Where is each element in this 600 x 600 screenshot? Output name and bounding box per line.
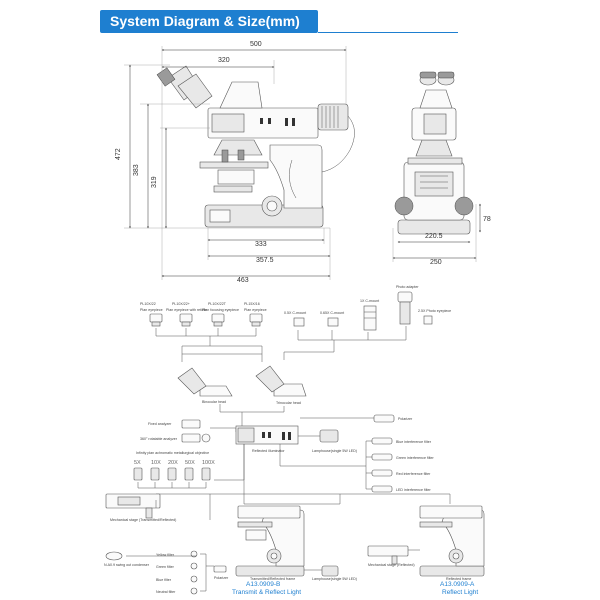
model-b-desc: Transmit & Reflect Light bbox=[232, 589, 301, 596]
eyepiece-2: PL10X/22+ Plan eyepiece with reticle bbox=[166, 302, 207, 327]
fixed-analyzer-label: Fixed analyzer bbox=[148, 422, 172, 426]
dim-220: 220.5 bbox=[425, 233, 443, 240]
model-b-caption: Transmitted/Reflected frame bbox=[250, 577, 295, 581]
condenser-label: N.A0.9 swing out condenser bbox=[104, 563, 150, 567]
stage-condenser-group: Mechanical stage (Transmitted/Reflected)… bbox=[104, 493, 229, 595]
side-view-microscope: 500 320 472 383 319 333 357.5 463 bbox=[115, 41, 355, 284]
eyepiece-caption: Plan focusing eyepiece bbox=[202, 308, 239, 312]
front-view-microscope: 220.5 250 78 bbox=[392, 71, 491, 266]
model-b-code: A13.0909-B bbox=[246, 581, 280, 588]
eyepiece-label: PL10X/22 bbox=[140, 302, 156, 306]
blue-filter-label: Blue filter bbox=[156, 578, 172, 582]
model-a-frame: Reflected frame A13.0909-A Reflect Light bbox=[419, 505, 485, 596]
c-mount-065-label: 0.65X C-mount bbox=[320, 311, 344, 315]
objective-label: 5X bbox=[134, 460, 141, 466]
dim-357: 357.5 bbox=[256, 257, 274, 264]
model-b-lamphouse-label: Lamphouse(single 5W LED) bbox=[312, 577, 357, 581]
dim-78: 78 bbox=[483, 216, 491, 223]
model-a-stage: Mechanical stage (Reflected) bbox=[367, 545, 420, 567]
lower-polarizer-label: Polarizer bbox=[214, 576, 229, 580]
objective-label: 50X bbox=[185, 460, 195, 466]
c-mount-05-label: 0.5X C-mount bbox=[284, 311, 306, 315]
dim-250: 250 bbox=[430, 259, 442, 266]
photo-adapter-label: Photo adapter bbox=[396, 285, 419, 289]
dim-333: 333 bbox=[255, 241, 267, 248]
model-a-code: A13.0909-A bbox=[440, 581, 475, 588]
filter-label: Blue interference filter bbox=[396, 440, 432, 444]
objective-label: 20X bbox=[168, 460, 178, 466]
camera-adapter-group: 0.5X C-mount 0.65X C-mount 1X C-mount Ph… bbox=[283, 285, 451, 360]
photo-eyepiece-label: 2.5X Photo eyepiece bbox=[418, 309, 451, 313]
dim-319: 319 bbox=[151, 176, 158, 188]
objective-label: 100X bbox=[202, 460, 215, 466]
title-underline bbox=[318, 32, 458, 33]
objectives-caption: Infinity plan achromatic metallurgical o… bbox=[136, 451, 209, 455]
mechanical-stage-label: Mechanical stage (Transmitted/Reflected) bbox=[110, 518, 176, 522]
dim-500: 500 bbox=[250, 41, 262, 48]
objective-group: Infinity plan achromatic metallurgical o… bbox=[133, 444, 245, 489]
c-mount-1-label: 1X C-mount bbox=[360, 299, 379, 303]
reflected-illuminator-label: Reflected illuminator bbox=[252, 449, 285, 453]
neutral-filter-label: Neutral filter bbox=[156, 590, 176, 594]
dim-472: 472 bbox=[115, 148, 122, 160]
eyepiece-caption: Plan eyepiece with reticle bbox=[166, 308, 207, 312]
eyepiece-group: PL10X/22 Plan eyepiece PL10X/22+ Plan ey… bbox=[140, 302, 267, 355]
model-b-frame: Transmitted/Reflected frame A13.0909-B T… bbox=[232, 505, 305, 596]
dim-463: 463 bbox=[237, 277, 249, 284]
yellow-filter-label: Yellow filter bbox=[156, 553, 175, 557]
eyepiece-label: PL10X/22+ bbox=[172, 302, 190, 306]
title-banner: System Diagram & Size(mm) bbox=[100, 10, 318, 33]
trinocular-head: Trinocular head bbox=[255, 365, 307, 405]
eyepiece-caption: Plan eyepiece bbox=[140, 308, 163, 312]
filter-label: LED interference filter bbox=[396, 488, 432, 492]
objective-label: 10X bbox=[151, 460, 161, 466]
eyepiece-4: PL15X/16 Plan eyepiece bbox=[244, 302, 267, 327]
model-a-stage-label: Mechanical stage (Reflected) bbox=[368, 563, 415, 567]
filter-label: Red interference filter bbox=[396, 472, 431, 476]
eyepiece-1: PL10X/22 Plan eyepiece bbox=[140, 302, 163, 327]
trinocular-head-label: Trinocular head bbox=[276, 401, 301, 405]
model-a-caption: Reflected frame bbox=[446, 577, 471, 581]
dim-320: 320 bbox=[218, 57, 230, 64]
eyepiece-label: PL15X/16 bbox=[244, 302, 260, 306]
page-title: System Diagram & Size(mm) bbox=[110, 13, 300, 29]
dim-383: 383 bbox=[133, 164, 140, 176]
eyepiece-3: PL10X/22T Plan focusing eyepiece bbox=[202, 302, 239, 327]
eyepiece-label: PL10X/22T bbox=[208, 302, 227, 306]
green-filter-label: Green filter bbox=[156, 565, 175, 569]
reflected-illuminator: Reflected illuminator bbox=[235, 425, 299, 453]
filter-label: Green interference filter bbox=[396, 456, 435, 460]
model-a-desc: Reflect Light bbox=[442, 589, 478, 596]
binocular-head: Binocular head bbox=[177, 367, 233, 404]
eyepiece-caption: Plan eyepiece bbox=[244, 308, 267, 312]
binocular-head-label: Binocular head bbox=[202, 400, 226, 404]
filter-group: Blue interference filter Green interfere… bbox=[279, 437, 435, 493]
model-b-lamphouse: Lamphouse(single 5W LED) bbox=[304, 565, 357, 581]
lamphouse-accessory: Lamphouse(single 5W LED) bbox=[298, 429, 357, 453]
polarizer-label: Polarizer bbox=[398, 417, 413, 421]
rotatable-analyzer-label: 360° rotatable analyzer bbox=[140, 437, 178, 441]
lamphouse-label: Lamphouse(single 5W LED) bbox=[312, 449, 357, 453]
